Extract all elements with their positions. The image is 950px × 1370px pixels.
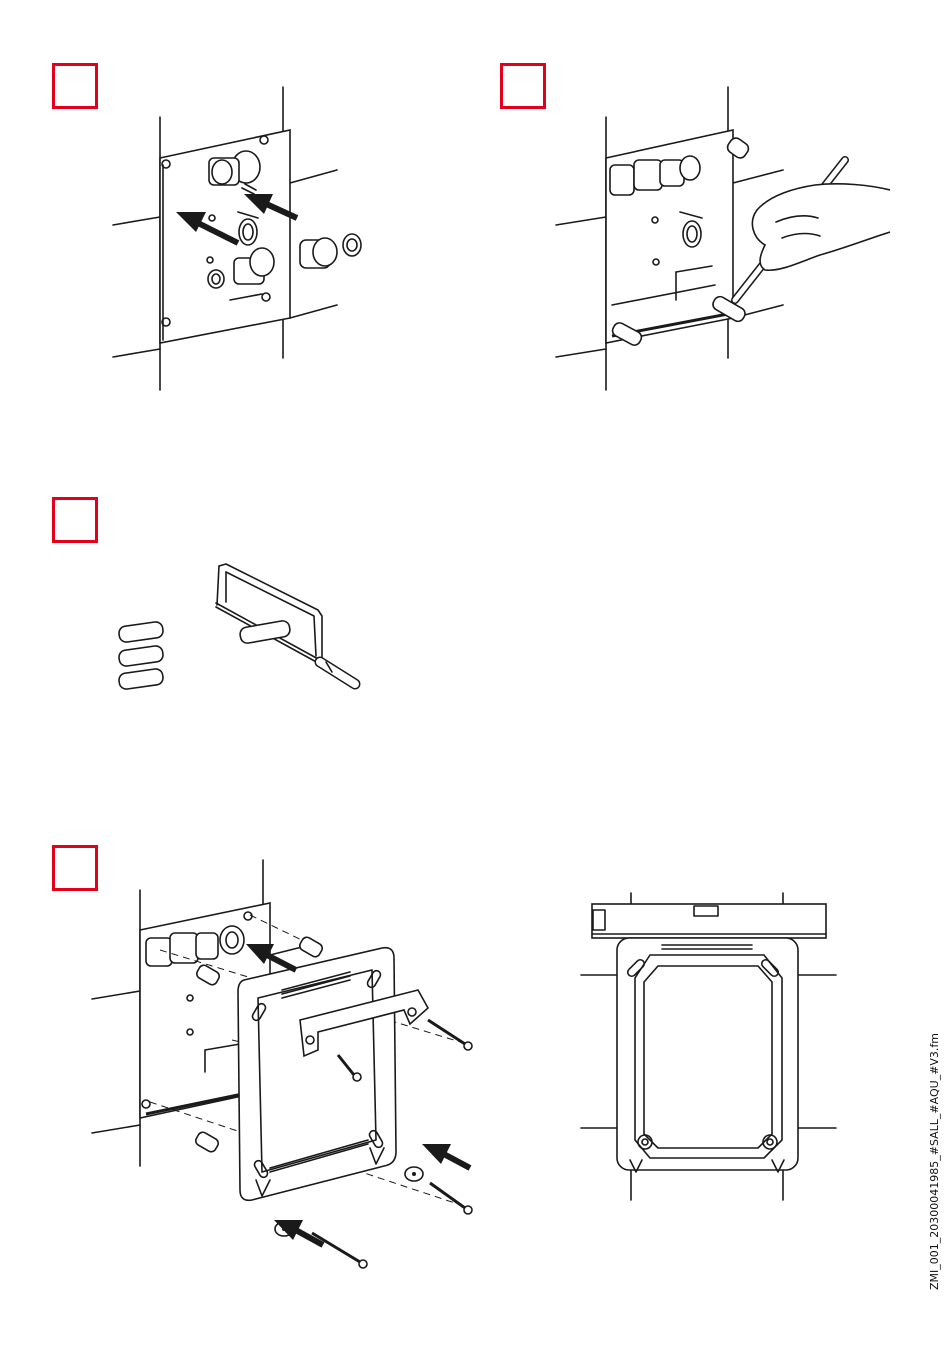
step-4-level-illustration bbox=[581, 893, 836, 1200]
step-4-exploded-illustration bbox=[92, 860, 472, 1268]
document-footer-code: ZMI_001_20300041985_#SALL_#AQU_#V3.fm bbox=[928, 1033, 941, 1290]
step-2-illustration bbox=[556, 87, 890, 390]
step-3-illustration bbox=[118, 564, 355, 690]
step-1-illustration bbox=[113, 87, 361, 390]
